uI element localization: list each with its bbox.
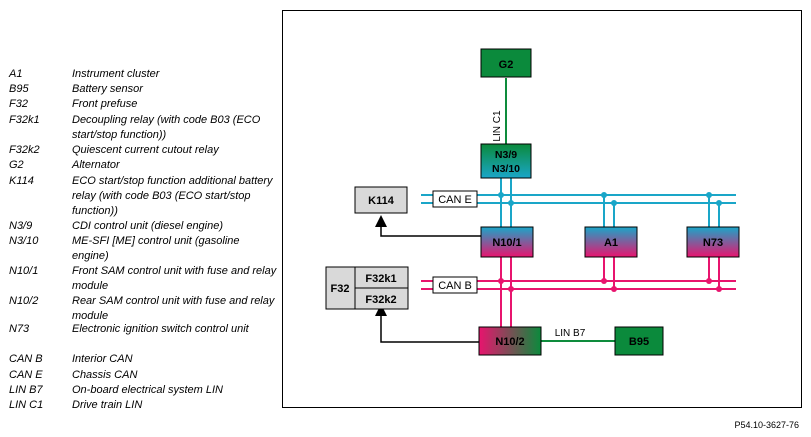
n10-2-label: N10/2 [495, 336, 524, 348]
legend-key: CAN E [9, 369, 43, 381]
n10-1-label: N10/1 [492, 237, 521, 249]
legend-description: Drive train LIN [72, 399, 143, 411]
n10-2-box [478, 326, 542, 356]
legend-description: Chassis CAN [72, 369, 138, 381]
legend-key: F32 [9, 98, 28, 110]
can-b-label: CAN B [438, 280, 472, 292]
legend-description: Instrument cluster [72, 68, 160, 80]
legend-description: Quiescent current cutout relay [72, 144, 219, 156]
n3-9-label: N3/9 [495, 149, 517, 161]
n3-9-box [480, 143, 532, 179]
a1-label: A1 [604, 237, 618, 249]
legend-key: LIN C1 [9, 399, 44, 411]
n73-label: N73 [703, 237, 723, 249]
can-e-label-box [432, 190, 478, 208]
n10-1-box [480, 226, 534, 258]
legend-description: ME-SFI [ME] control unit (gasoline engin… [72, 235, 240, 262]
n73-box [686, 226, 740, 258]
lin-c1-label: LIN C1 [492, 110, 503, 142]
legend-description: Battery sensor [72, 83, 143, 95]
legend-description: CDI control unit (diesel engine) [72, 220, 224, 232]
legend-description: Alternator [72, 159, 120, 171]
b95-label: B95 [629, 336, 649, 348]
legend-key: F32k2 [9, 144, 40, 156]
a1-box [584, 226, 638, 258]
g2-label: G2 [499, 59, 514, 71]
legend-key: N10/2 [9, 295, 39, 307]
legend-description: ECO start/stop function additional batte… [72, 175, 273, 217]
f32k2-label: F32k2 [365, 294, 396, 306]
legend-key: N3/10 [9, 235, 39, 247]
k114-box [354, 186, 408, 214]
legend-key: G2 [9, 159, 24, 171]
legend-key: N3/9 [9, 220, 33, 232]
can-b-label-box [432, 276, 478, 294]
n3-10-label: N3/10 [492, 163, 520, 175]
can-e-junctions [498, 192, 722, 206]
legend-description: On-board electrical system LIN [72, 384, 223, 396]
f32-label: F32 [331, 283, 350, 295]
legend-key: A1 [9, 68, 23, 80]
g2-box [480, 48, 532, 78]
legend-description: Electronic ignition switch control unit [72, 323, 249, 335]
legend-key: CAN B [9, 353, 43, 365]
can-b-junctions [498, 278, 722, 292]
can-e-label: CAN E [438, 194, 472, 206]
legend-description: Decoupling relay (with code B03 (ECO sta… [72, 114, 261, 141]
control-arrows [375, 215, 481, 343]
lin-b7-label: LIN B7 [555, 328, 586, 339]
legend-key: N10/1 [9, 265, 39, 277]
network-diagram: G2 LIN C1 N3/9 N3/10 K114 CAN E N10/1 A1… [282, 10, 802, 408]
legend-key: B95 [9, 83, 29, 95]
legend-description: Rear SAM control unit with fuse and rela… [72, 295, 275, 322]
f32k1-label: F32k1 [365, 273, 396, 285]
k114-label: K114 [368, 195, 395, 207]
b95-box [614, 326, 664, 356]
legend-description: Front prefuse [72, 98, 138, 110]
legend-key: N73 [9, 323, 30, 335]
figure-id: P54.10-3627-76 [734, 420, 799, 430]
legend-key: K114 [9, 175, 34, 187]
legend-description: Front SAM control unit with fuse and rel… [72, 265, 277, 292]
legend-description: Interior CAN [72, 353, 133, 365]
legend-key: LIN B7 [9, 384, 43, 396]
legend-key: F32k1 [9, 114, 40, 126]
